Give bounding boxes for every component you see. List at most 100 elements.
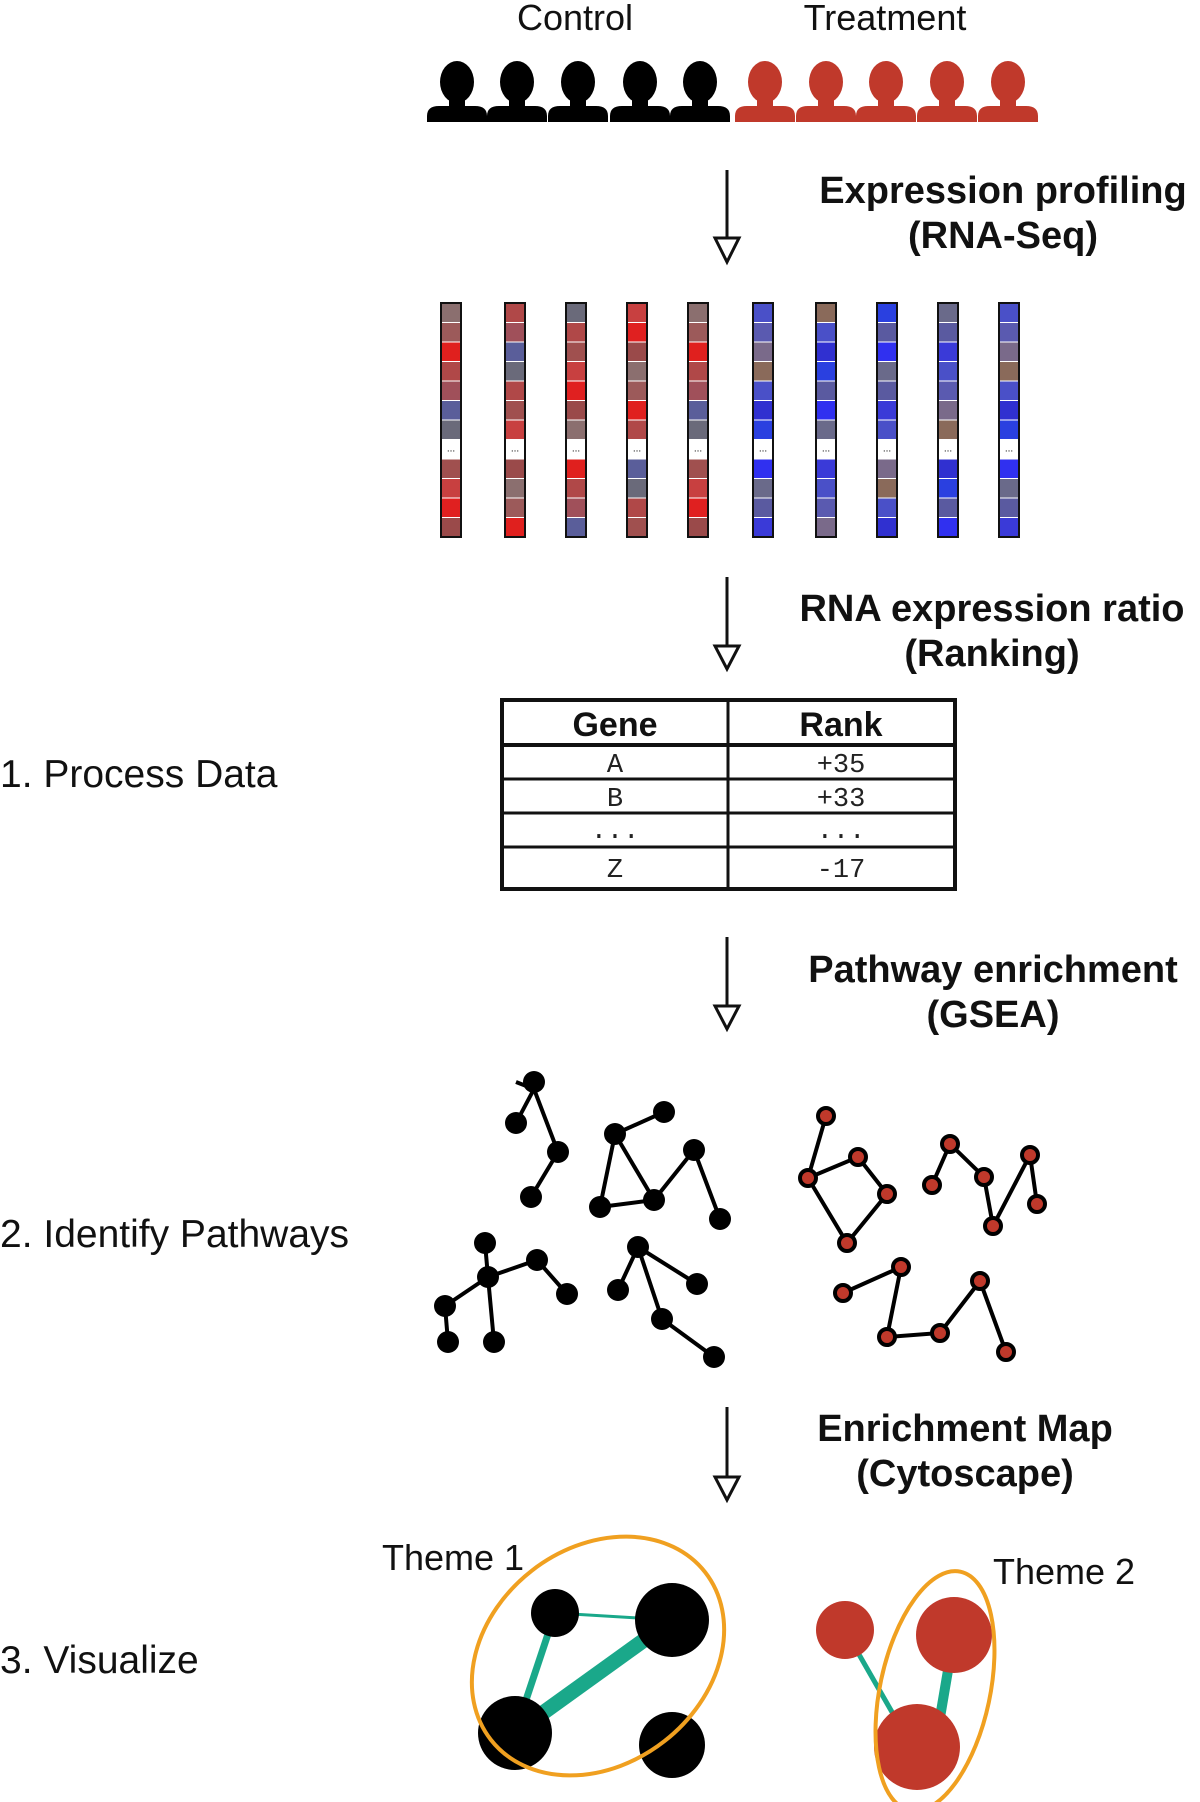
expression-cell — [815, 478, 837, 499]
enrichment-node — [639, 1712, 705, 1778]
expression-cell — [504, 400, 526, 421]
expression-cell — [937, 322, 959, 343]
control-person-icon — [610, 61, 670, 122]
expression-ellipsis: ... — [883, 444, 891, 455]
pathway-node — [970, 1271, 990, 1291]
pathway-node — [833, 1283, 853, 1303]
expression-cell — [504, 517, 526, 538]
pathway-node — [434, 1295, 456, 1317]
expression-cell — [937, 341, 959, 362]
pathway-node — [837, 1233, 857, 1253]
expression-cell — [565, 497, 587, 518]
arrow-icon — [712, 937, 742, 1033]
enrichment-node — [478, 1696, 552, 1770]
pathway-node — [798, 1168, 818, 1188]
expression-ellipsis: ... — [822, 444, 830, 455]
arrow-2-label-line2: (Ranking) — [904, 633, 1079, 675]
expression-strip-border — [998, 302, 1020, 538]
expression-cell — [998, 322, 1020, 343]
expression-cell — [626, 458, 648, 479]
expression-cell — [937, 497, 959, 518]
expression-cell — [565, 419, 587, 440]
expression-cell — [998, 458, 1020, 479]
expression-strip-border — [876, 302, 898, 538]
expression-cell — [998, 517, 1020, 538]
expression-cell — [937, 458, 959, 479]
expression-cell — [440, 478, 462, 499]
expression-cell — [998, 380, 1020, 401]
expression-cell — [565, 478, 587, 499]
expression-cell — [504, 322, 526, 343]
pathway-node — [816, 1106, 836, 1126]
expression-ellipsis: ... — [447, 444, 455, 455]
treatment-person-icons — [735, 61, 1038, 122]
expression-cell — [937, 400, 959, 421]
expression-strip-border — [565, 302, 587, 538]
pathway-node — [474, 1232, 496, 1254]
expression-cell — [440, 361, 462, 382]
expression-cell — [504, 497, 526, 518]
expression-cell — [626, 380, 648, 401]
expression-cell — [504, 341, 526, 362]
expression-cell — [815, 458, 837, 479]
expression-cell — [687, 400, 709, 421]
expression-cell — [565, 361, 587, 382]
expression-cell — [687, 341, 709, 362]
control-person-icon — [670, 61, 730, 122]
expression-cell — [626, 361, 648, 382]
expression-cell — [752, 361, 774, 382]
pathway-node — [477, 1266, 499, 1288]
pathway-node — [996, 1342, 1016, 1362]
theme-1-outline — [469, 1534, 727, 1778]
expression-cell — [752, 400, 774, 421]
arrow-1-label-line1: Expression profiling — [819, 170, 1186, 212]
expression-strips: .............................. — [440, 302, 1020, 538]
expression-cell — [504, 380, 526, 401]
pathway-node — [703, 1346, 725, 1368]
expression-cell — [752, 478, 774, 499]
expression-cell — [440, 458, 462, 479]
expression-cell — [815, 380, 837, 401]
table-cell-rank: +33 — [817, 785, 866, 815]
enrichment-node — [916, 1597, 992, 1673]
expression-cell — [565, 517, 587, 538]
expression-cell — [440, 517, 462, 538]
expression-ellipsis: ... — [944, 444, 952, 455]
arrow-3-label-line2: (GSEA) — [927, 994, 1060, 1036]
expression-cell — [626, 400, 648, 421]
expression-cell — [876, 302, 898, 323]
expression-cell — [937, 517, 959, 538]
treatment-group-label: Treatment — [804, 0, 967, 38]
pathway-node — [848, 1147, 868, 1167]
pathway-node — [651, 1308, 673, 1330]
expression-ellipsis: ... — [572, 444, 580, 455]
pathway-node — [891, 1257, 911, 1277]
treatment-person-icon — [856, 61, 916, 122]
expression-cell — [565, 322, 587, 343]
theme-1-label: Theme 1 — [382, 1537, 524, 1578]
step-3-label: 3. Visualize — [0, 1639, 199, 1682]
pathway-node — [1027, 1194, 1047, 1214]
expression-cell — [998, 419, 1020, 440]
expression-cell — [687, 380, 709, 401]
pathway-node — [589, 1196, 611, 1218]
pathway-node — [940, 1134, 960, 1154]
treatment-person-icon — [978, 61, 1038, 122]
pathway-node — [523, 1071, 545, 1093]
step-1-label: 1. Process Data — [0, 753, 278, 796]
pathway-node — [983, 1216, 1003, 1236]
expression-cell — [440, 322, 462, 343]
expression-cell — [504, 478, 526, 499]
expression-cell — [440, 302, 462, 323]
expression-cell — [815, 361, 837, 382]
table-header-gene: Gene — [572, 706, 657, 744]
expression-cell — [687, 322, 709, 343]
enrichment-node — [816, 1601, 874, 1659]
enrichment-node — [635, 1583, 709, 1657]
arrow-4-label-line1: Enrichment Map — [817, 1408, 1113, 1450]
treatment-person-icon — [796, 61, 856, 122]
expression-cell — [998, 478, 1020, 499]
pathway-node — [526, 1249, 548, 1271]
pathway-node — [505, 1112, 527, 1134]
